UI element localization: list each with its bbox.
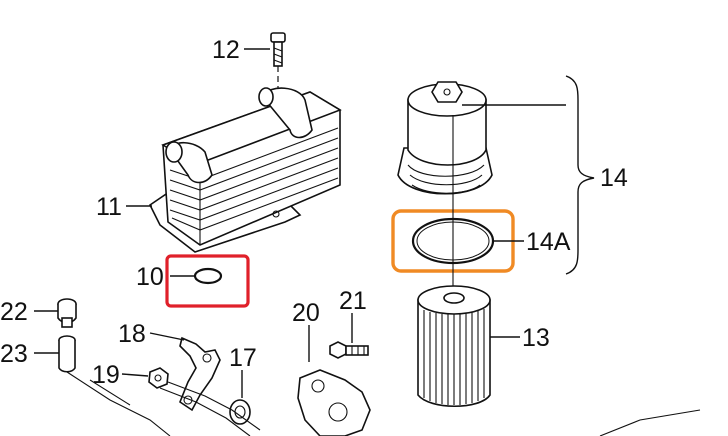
part-14-filter-cap (397, 81, 493, 195)
part-10-o-ring (193, 267, 223, 285)
part-18-bracket (179, 336, 221, 412)
callout-14a: 14A (526, 228, 571, 256)
callout-20: 20 (292, 299, 320, 327)
part-20-flange (297, 369, 371, 436)
part-12-bolt (270, 32, 286, 67)
callout-18: 18 (118, 320, 146, 348)
lower-left-lines (66, 371, 171, 436)
part-19-nut (148, 367, 169, 389)
part-13-filter-element (417, 285, 491, 408)
callout-14: 14 (600, 164, 628, 192)
lower-right-lines (599, 409, 701, 436)
part-22-plug (57, 298, 77, 328)
callout-21: 21 (339, 287, 367, 315)
callout-17: 17 (229, 344, 257, 372)
bracket-pipe (159, 381, 261, 436)
callout-22: 22 (0, 298, 28, 326)
callout-11: 11 (96, 193, 122, 221)
callout-10: 10 (136, 263, 164, 291)
callout-12: 12 (212, 36, 240, 64)
leader-lines (34, 48, 595, 398)
part-11-oil-cooler (148, 87, 342, 253)
callout-19: 19 (92, 361, 120, 389)
part-21-bolt (329, 341, 369, 359)
highlight-box-red (165, 254, 250, 308)
callout-13: 13 (522, 324, 550, 352)
callout-23: 23 (0, 340, 28, 368)
part-23-sleeve (58, 335, 76, 373)
part-17-seal (229, 399, 251, 425)
